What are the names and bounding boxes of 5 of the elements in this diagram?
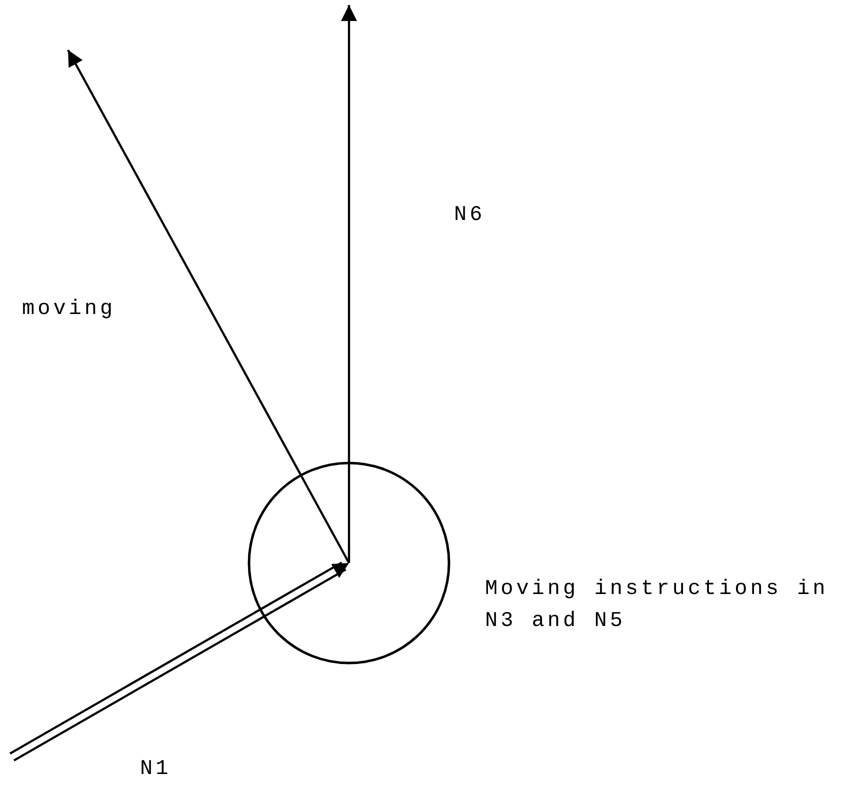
text-label: moving	[22, 297, 116, 323]
annotation-text: Moving instructions in N3 and N5	[485, 577, 830, 635]
text-label: N6	[454, 203, 486, 229]
circle	[248, 462, 450, 664]
text-label: N1	[140, 757, 172, 783]
